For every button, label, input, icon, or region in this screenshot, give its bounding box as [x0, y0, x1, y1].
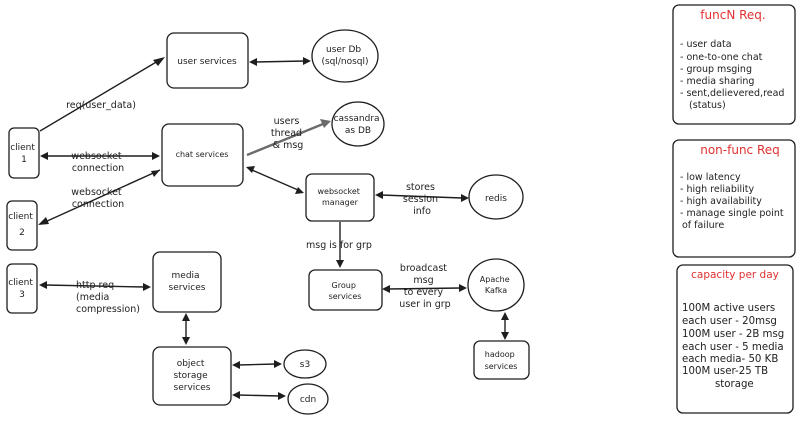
user-db-label: user Db (sql/nosql): [321, 45, 368, 67]
arrowhead-icon: [274, 360, 282, 368]
arrowhead-icon: [336, 260, 344, 268]
media-services-label: media services: [169, 271, 206, 293]
websocket-manager-label: websocket manager: [318, 187, 363, 207]
client-3-label: client 3: [8, 278, 36, 300]
cdn-ellipse[interactable]: [287, 383, 329, 415]
hadoop-box[interactable]: [473, 340, 530, 380]
label-broadcast: broadcast msg to every user in grp: [399, 263, 450, 310]
arrowhead-icon: [382, 285, 390, 293]
media-services-box[interactable]: [152, 251, 222, 313]
label-req-user-data: req(user_data): [66, 100, 136, 111]
object-storage-box[interactable]: [152, 346, 232, 406]
edge-chat-services-cassandra: [246, 122, 324, 157]
functional-req-panel: [672, 4, 796, 125]
capacity-list: 100M active users each user - 20msg 100M…: [682, 303, 788, 390]
label-users-thread-msg: users thread & msg: [271, 116, 305, 151]
arrowhead-icon: [38, 217, 49, 225]
websocket-manager-box[interactable]: [305, 173, 375, 222]
label-http-req: http req (media compression): [76, 280, 140, 315]
cassandra-ellipse[interactable]: [331, 101, 385, 147]
hadoop-label: hadoop services: [485, 350, 518, 371]
chat-services-label: chat services: [176, 150, 229, 159]
group-services-label: Group services: [329, 281, 362, 301]
kafka-ellipse[interactable]: [467, 258, 525, 312]
arrowhead-icon: [232, 391, 240, 399]
edge-client3-media-services: [44, 284, 146, 288]
arrowhead-icon: [278, 392, 286, 400]
s3-ellipse[interactable]: [283, 349, 327, 379]
redis-label: redis: [485, 194, 507, 204]
arrowhead-icon: [249, 58, 257, 66]
edge-chat-services-client2: [44, 169, 161, 223]
client-2-label: client 2: [8, 212, 36, 238]
client-1-label: client 1: [10, 143, 38, 165]
edge-object-storage-cdn: [237, 394, 281, 397]
label-websocket-connection-1: websocket connection: [71, 151, 124, 174]
arrowhead-icon: [295, 187, 304, 194]
kafka-label: Apache Kafka: [480, 275, 512, 295]
edge-websocket-manager-redis: [380, 194, 463, 199]
arrowhead-icon: [501, 332, 509, 340]
user-services-box[interactable]: [166, 32, 249, 89]
arrowhead-icon: [303, 57, 311, 65]
edge-group-services-kafka: [387, 287, 462, 290]
edge-chat-services-websocket-manager: [251, 169, 299, 191]
functional-req-title: funcN Req.: [700, 8, 765, 22]
client-3-box[interactable]: [6, 263, 38, 314]
arrowhead-icon: [501, 312, 509, 320]
label-stores-session-info: stores session info: [403, 182, 441, 217]
arrowhead-icon: [152, 152, 160, 160]
edge-object-storage-s3: [237, 363, 277, 366]
capacity-title: capacity per day: [691, 269, 779, 281]
non-functional-req-title: non-func Req: [700, 143, 780, 157]
arrowhead-icon: [182, 313, 190, 321]
arrowhead-icon: [182, 337, 190, 345]
object-storage-label: object storage services: [173, 359, 210, 393]
arrowhead-icon: [461, 194, 469, 202]
user-db-ellipse[interactable]: [311, 29, 379, 83]
non-functional-req-panel: [672, 139, 796, 258]
edge-user-services-user-db: [254, 60, 306, 63]
group-services-box[interactable]: [308, 269, 383, 311]
client-1-box[interactable]: [8, 127, 40, 179]
redis-ellipse[interactable]: [468, 174, 524, 220]
label-msg-for-grp: msg is for grp: [306, 240, 372, 251]
edge-client1-user-services: [39, 60, 159, 132]
arrowhead-icon: [232, 361, 240, 369]
arrowhead-icon: [246, 166, 255, 173]
arrowhead-icon: [459, 284, 467, 292]
capacity-panel: [676, 264, 794, 414]
s3-label: s3: [300, 360, 310, 370]
client-2-box[interactable]: [6, 200, 38, 251]
arrowhead-icon: [39, 281, 47, 289]
arrowhead-icon: [151, 170, 160, 177]
label-websocket-connection-2: websocket connection: [71, 187, 124, 210]
arrowhead-icon: [320, 119, 331, 128]
cassandra-label: cassandra as DB: [334, 114, 383, 136]
arrowhead-icon: [375, 191, 383, 199]
cdn-label: cdn: [300, 395, 316, 405]
arrowhead-icon: [153, 57, 165, 66]
functional-req-list: - user data - one-to-one chat - group ms…: [680, 39, 788, 111]
user-services-label: user services: [177, 57, 237, 67]
arrowhead-icon: [143, 283, 151, 291]
arrowhead-icon: [40, 152, 48, 160]
chat-services-box[interactable]: [161, 123, 244, 187]
non-functional-req-list: - low latency - high reliability - high …: [680, 172, 787, 231]
